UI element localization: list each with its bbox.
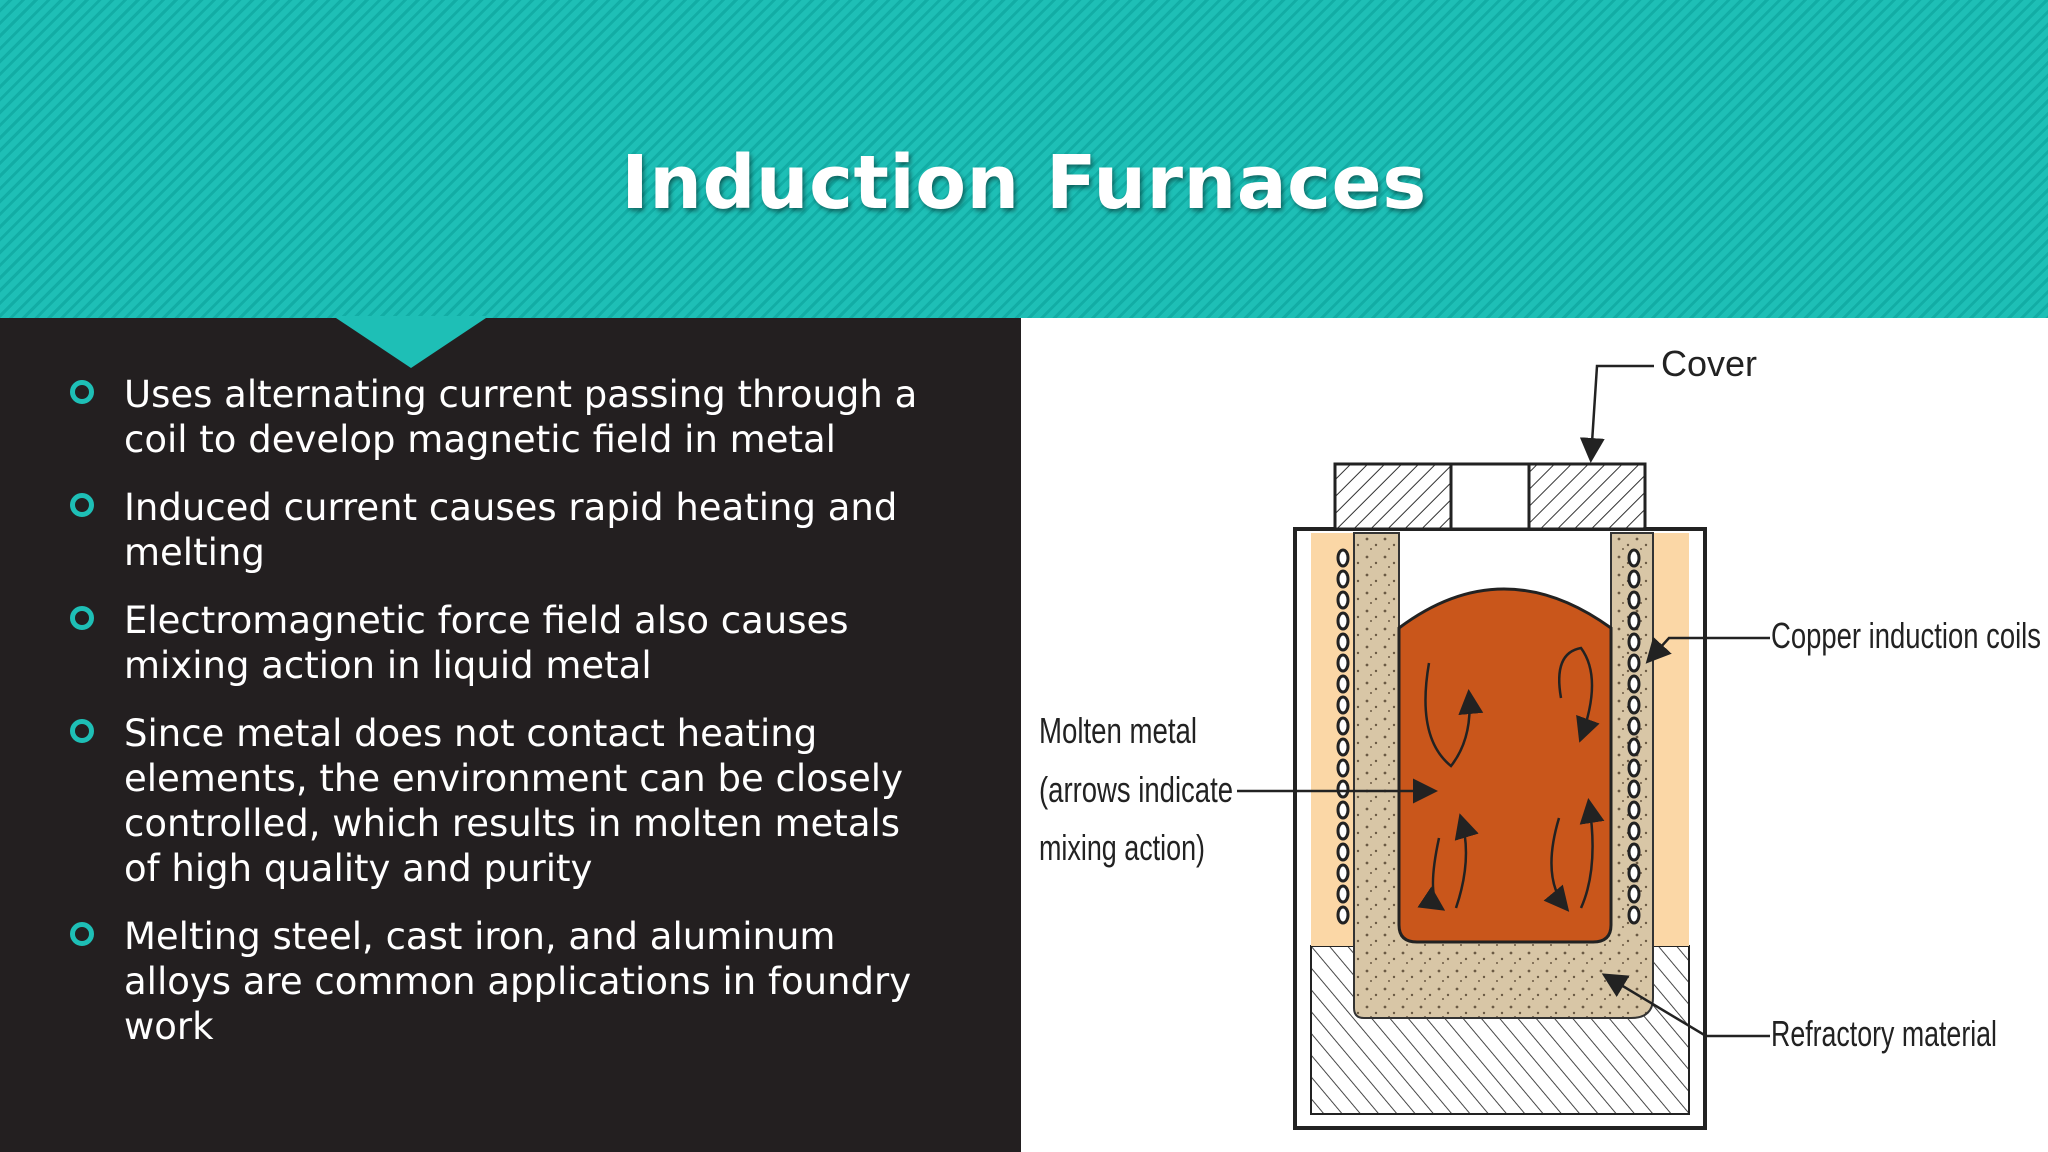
- circle-bullet-icon: [70, 493, 94, 517]
- circle-bullet-icon: [70, 922, 94, 946]
- circle-bullet-icon: [70, 606, 94, 630]
- label-mixing-action: mixing action): [1039, 827, 1205, 868]
- bullet-text: Since metal does not contact heating ele…: [124, 712, 903, 890]
- bullet-text: Uses alternating current passing through…: [124, 373, 918, 461]
- bullet-text: Electromagnetic force field also causes …: [124, 599, 849, 687]
- bullet-item: Induced current causes rapid heating and…: [68, 485, 928, 575]
- mixing-arrows: [1417, 646, 1605, 912]
- bullet-panel: [0, 318, 1021, 1152]
- circle-bullet-icon: [70, 719, 94, 743]
- bullet-item: Electromagnetic force field also causes …: [68, 598, 928, 688]
- title-banner: [0, 0, 2048, 318]
- bullet-text: Induced current causes rapid heating and…: [124, 486, 898, 574]
- cover-gap: [1449, 462, 1531, 531]
- cover-left: [1333, 462, 1453, 531]
- banner-notch: [333, 316, 489, 368]
- cover-right: [1527, 462, 1647, 531]
- label-arrows-indicate: (arrows indicate: [1039, 769, 1233, 810]
- bullet-text: Melting steel, cast iron, and aluminum a…: [124, 915, 912, 1048]
- label-refractory: Refractory material: [1771, 1013, 1997, 1054]
- bullet-item: Uses alternating current passing through…: [68, 372, 928, 462]
- coils-right: [1627, 548, 1641, 925]
- bullet-list: Uses alternating current passing through…: [68, 372, 928, 1072]
- slide-title: Induction Furnaces: [621, 140, 1427, 226]
- label-copper-coils: Copper induction coils: [1771, 615, 2041, 656]
- label-cover: Cover: [1661, 343, 1757, 384]
- leader-lines: [1237, 364, 1770, 1038]
- bullet-item: Melting steel, cast iron, and aluminum a…: [68, 914, 928, 1049]
- circle-bullet-icon: [70, 380, 94, 404]
- coils-left: [1336, 548, 1350, 925]
- bullet-item: Since metal does not contact heating ele…: [68, 711, 928, 891]
- molten-metal: [1397, 587, 1613, 944]
- label-molten-metal: Molten metal: [1039, 710, 1197, 751]
- induction-furnace-diagram: Cover Copper induction coils Molten meta…: [1039, 343, 2041, 1130]
